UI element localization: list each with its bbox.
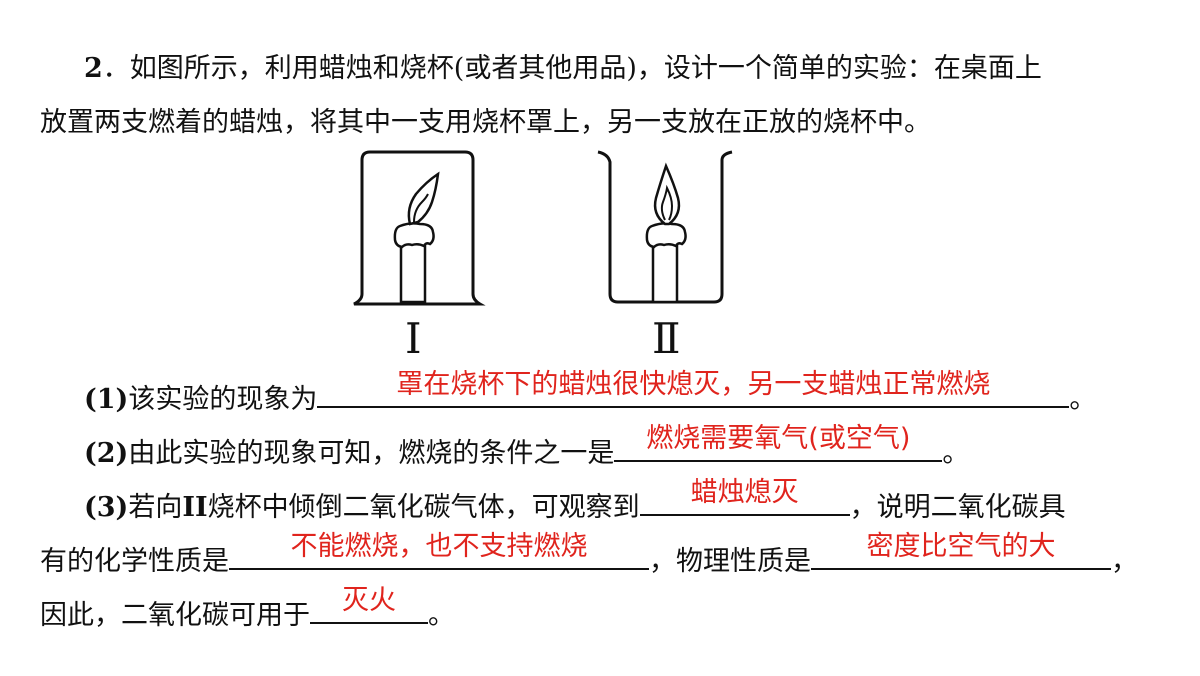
- q1-text: 该实验的现象为: [128, 384, 318, 415]
- q2-answer-blank: 燃烧需要氧气(或空气): [614, 423, 943, 462]
- q3-line2-pre: 有的化学性质是: [40, 546, 229, 577]
- q3-answer3-blank: 密度比空气的大: [811, 531, 1111, 570]
- q1-end: 。: [1069, 384, 1097, 415]
- q3-answer1-blank: 蜡烛熄灭: [639, 477, 850, 516]
- q3-beaker: II: [182, 492, 208, 523]
- q3-end2: ，: [1111, 546, 1138, 577]
- q3-text: 烧杯中倾倒二氧化碳气体，可观察到: [207, 492, 640, 523]
- candle-II-top: [645, 222, 687, 249]
- q2-number: (2): [84, 438, 129, 469]
- intro-line-1: 2．如图所示，利用蜡烛和烧杯(或者其他用品)，设计一个简单的实验：在桌面上: [84, 52, 1042, 86]
- candle-I-body: [399, 236, 427, 304]
- q3-mid2: ，物理性质是: [649, 546, 811, 577]
- q1-answer: 罩在烧杯下的蜡烛很快熄灭，另一支蜡烛正常燃烧: [396, 369, 991, 400]
- figure-label-II: Ⅱ: [652, 314, 681, 363]
- q3-answer4-blank: 灭火: [310, 585, 428, 624]
- q1-answer-blank: 罩在烧杯下的蜡烛很快熄灭，另一支蜡烛正常燃烧: [317, 369, 1070, 408]
- candle-II-flame: [653, 162, 681, 226]
- beaker-I-figure: [353, 150, 486, 306]
- candle-I-top: [393, 222, 435, 249]
- question-2: (2)由此实验的现象可知，燃烧的条件之一是燃烧需要氧气(或空气) 。: [84, 423, 970, 471]
- intro-text-1: ．如图所示，利用蜡烛和烧杯(或者其他用品)，设计一个简单的实验：在桌面上: [102, 53, 1042, 84]
- q3-number: (3): [84, 492, 129, 523]
- q2-end: 。: [942, 438, 970, 469]
- question-3-line-1: (3)若向II烧杯中倾倒二氧化碳气体，可观察到 蜡烛熄灭 ，说明二氧化碳具: [84, 477, 1066, 525]
- q2-text: 由此实验的现象可知，燃烧的条件之一是: [128, 438, 615, 469]
- q2-answer: 燃烧需要氧气(或空气): [646, 423, 911, 454]
- q3-end3: 。: [428, 600, 455, 631]
- q3-answer4: 灭火: [342, 585, 396, 616]
- q1-number: (1): [84, 384, 129, 415]
- figure-label-I: Ⅰ: [405, 314, 422, 363]
- q3-line3-pre: 因此，二氧化碳可用于: [40, 600, 310, 631]
- q3-answer2: 不能燃烧，也不支持燃烧: [290, 531, 588, 562]
- question-number: 2: [84, 53, 103, 84]
- beaker-I-outline: [353, 150, 486, 306]
- candle-II-body: [651, 236, 679, 304]
- question-3-line-3: 因此，二氧化碳可用于 灭火 。: [40, 585, 455, 633]
- intro-text-2: 放置两支燃着的蜡烛，将其中一支用烧杯罩上，另一支放在正放的烧杯中。: [40, 107, 931, 138]
- intro-line-2: 放置两支燃着的蜡烛，将其中一支用烧杯罩上，另一支放在正放的烧杯中。: [40, 106, 931, 140]
- q3-answer2-blank: 不能燃烧，也不支持燃烧: [229, 531, 649, 570]
- beaker-II-figure: [597, 150, 733, 304]
- q3-mid1: ，说明二氧化碳具: [849, 492, 1066, 523]
- q3-answer3: 密度比空气的大: [866, 531, 1056, 562]
- question-3-line-2: 有的化学性质是 不能燃烧，也不支持燃烧 ，物理性质是 密度比空气的大 ，: [40, 531, 1138, 579]
- q3-pre: 若向: [128, 492, 183, 523]
- question-1: (1)该实验的现象为 罩在烧杯下的蜡烛很快熄灭，另一支蜡烛正常燃烧 。: [84, 369, 1097, 417]
- q3-answer1: 蜡烛熄灭: [690, 477, 799, 508]
